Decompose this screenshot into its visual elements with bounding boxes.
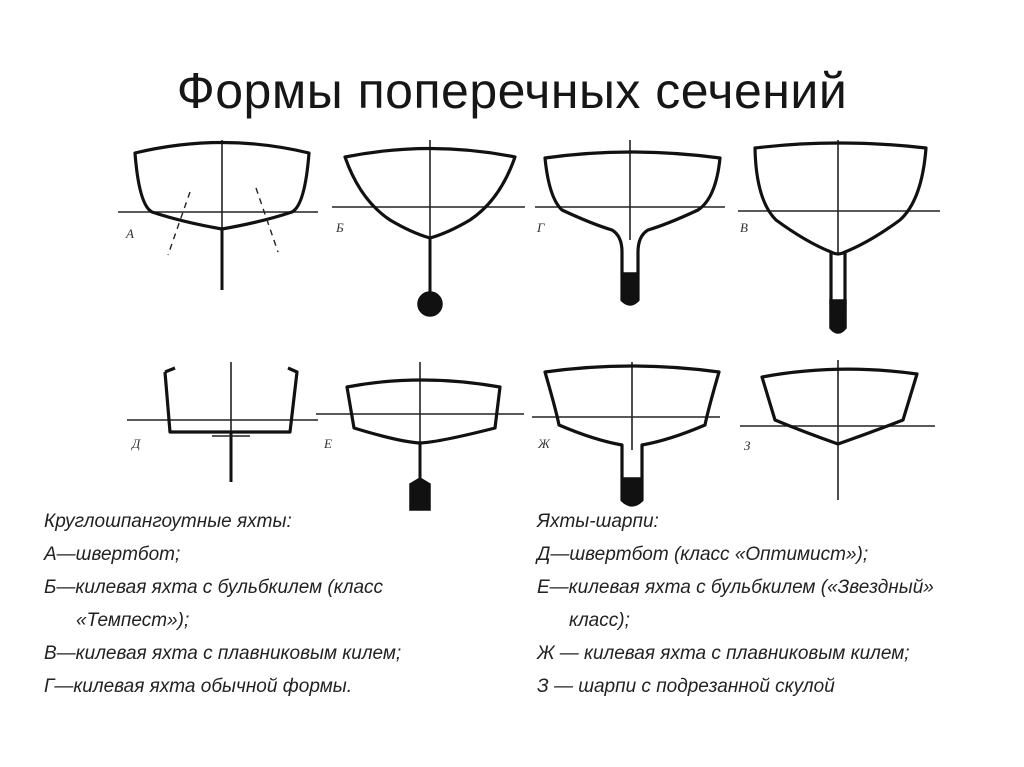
caption-item-z: З — шарпи с подрезанной скулой	[537, 676, 835, 697]
figure-label: В	[740, 220, 748, 235]
ballast-keel	[621, 477, 643, 506]
ballast-keel	[829, 299, 847, 334]
hull-outline	[345, 378, 502, 445]
caption-heading: Яхты-шарпи:	[537, 511, 659, 532]
keel-bulb	[409, 477, 431, 511]
ballast-keel	[621, 272, 639, 305]
section-g: Г	[535, 140, 725, 306]
figure-label: Е	[323, 436, 332, 451]
figure-label: Д	[130, 436, 141, 451]
section-v: В	[738, 140, 940, 334]
keel-bulb	[417, 291, 443, 317]
caption-item-zh: Ж — килевая яхта с плавниковым килем;	[537, 643, 910, 664]
caption-item-a: А—швертбот;	[44, 544, 181, 565]
figure-label: Б	[335, 220, 344, 235]
slide-title: Формы поперечных сечений	[176, 63, 848, 119]
figure-label: А	[125, 226, 134, 241]
caption-item-b-cont: «Темпест»);	[76, 610, 190, 631]
caption-item-e-cont: класс);	[569, 610, 630, 631]
hull-outline	[753, 141, 928, 256]
figure-label: Ж	[537, 436, 551, 451]
hull-outline	[133, 140, 311, 231]
caption-item-b: Б—килевая яхта с бульбкилем (класс	[44, 577, 384, 598]
section-e: Е	[316, 362, 524, 511]
bilge-diagonal	[167, 191, 191, 256]
figure-label: Г	[536, 220, 545, 235]
bilge-diagonal	[255, 187, 279, 253]
caption-sharpie: Яхты-шарпи: Д—швертбот (класс «Оптимист»…	[537, 505, 934, 703]
hull-outline	[163, 366, 299, 434]
hull-outline	[543, 364, 721, 507]
caption-heading: Круглошпангоутные яхты:	[44, 511, 292, 532]
section-zh: Ж	[532, 362, 721, 507]
hull-outline	[543, 150, 722, 306]
figure-label: З	[744, 438, 751, 453]
caption-item-e: Е—килевая яхта с бульбкилем («Звездный»	[537, 577, 934, 598]
caption-item-v: В—килевая яхта с плавниковым килем;	[44, 643, 402, 664]
section-a: А	[118, 140, 318, 290]
hull-outline	[343, 146, 517, 240]
section-d: Д	[127, 362, 318, 482]
hull-outline	[760, 367, 919, 446]
section-b: Б	[332, 140, 525, 317]
caption-round-bilge: Круглошпангоутные яхты: А—швертбот; Б—ки…	[44, 505, 401, 703]
caption-item-g: Г—килевая яхта обычной формы.	[44, 676, 352, 697]
keel-fin	[829, 253, 847, 305]
caption-item-d: Д—швертбот (класс «Оптимист»);	[537, 544, 869, 565]
section-z: З	[740, 360, 935, 500]
